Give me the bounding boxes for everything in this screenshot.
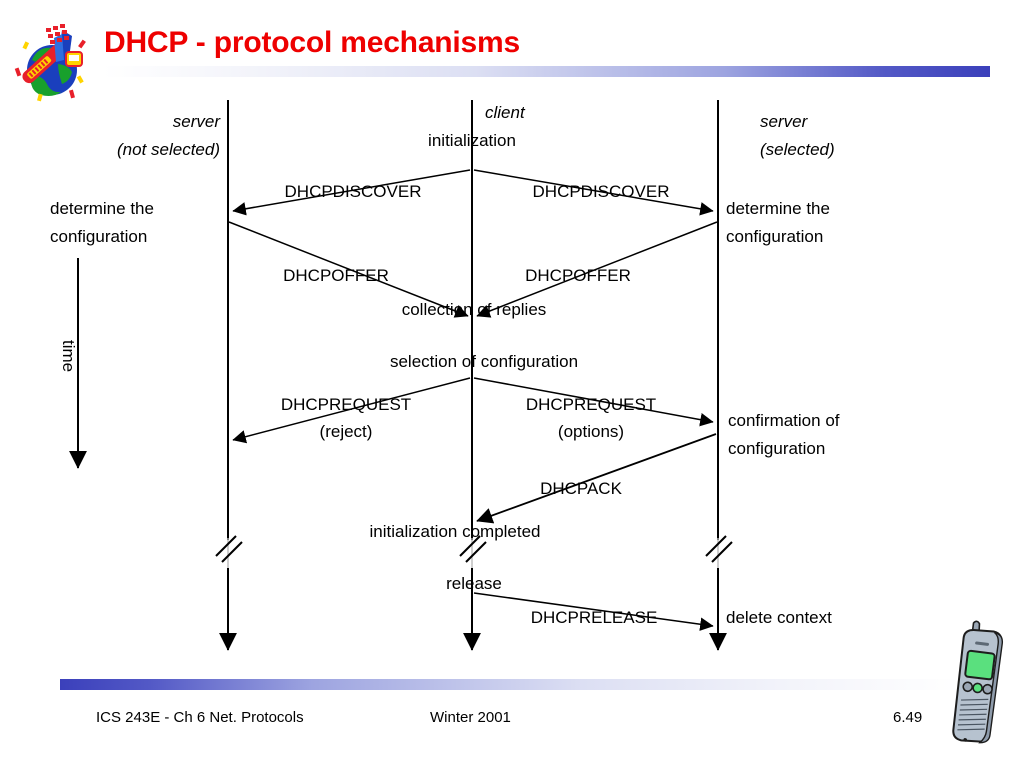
mobile-phone-icon — [952, 620, 1004, 744]
lifeline-subtitle-server-selected: (selected) — [760, 140, 835, 159]
message-label-release: DHCPRELEASE — [530, 608, 658, 627]
message-label-offer-left: DHCPOFFER — [283, 266, 389, 285]
message-label-discover-left: DHCPDISCOVER — [284, 182, 422, 201]
lifeline-subtitle-server-not-selected: (not selected) — [117, 140, 220, 159]
message-label-offer-right: DHCPOFFER — [525, 266, 631, 285]
message-label-ack: DHCPACK — [540, 479, 622, 498]
annotation-confirmation-line1: confirmation of — [728, 411, 840, 430]
title-divider — [103, 66, 990, 77]
annotation-left-determine-line2: configuration — [50, 227, 148, 246]
footer-divider — [60, 679, 960, 690]
lifeline-title-server-not-selected: server — [172, 112, 220, 131]
lifeline-title-client: client — [485, 103, 525, 122]
annotation-left-determine-line1: determine the — [50, 199, 154, 218]
globe-telecom-clipart-icon — [14, 24, 86, 102]
annotation-initialization-completed: initialization completed — [369, 522, 541, 541]
message-sublabel-request-left: (reject) — [319, 422, 373, 441]
footer-term-label: Winter 2001 — [430, 709, 511, 726]
annotation-selection-of-configuration: selection of configuration — [389, 352, 579, 371]
time-axis-label: time — [59, 340, 78, 373]
message-label-request-left: DHCPREQUEST — [280, 395, 412, 414]
lifeline-title-server-selected: server — [760, 112, 808, 131]
annotation-right-determine-line2: configuration — [726, 227, 824, 246]
page-title: DHCP - protocol mechanisms — [104, 26, 521, 59]
message-label-discover-right: DHCPDISCOVER — [532, 182, 670, 201]
footer-course-label: ICS 243E - Ch 6 Net. Protocols — [96, 709, 304, 726]
annotation-delete-context: delete context — [726, 608, 832, 627]
lifeline-subtitle-client: initialization — [428, 131, 516, 150]
annotation-right-determine-line1: determine the — [726, 199, 830, 218]
message-sublabel-request-right: (options) — [557, 422, 625, 441]
message-label-request-right: DHCPREQUEST — [525, 395, 657, 414]
annotation-collection-of-replies: collection of replies — [401, 300, 547, 319]
annotation-confirmation-line2: configuration — [728, 439, 826, 458]
footer-page-number: 6.49 — [893, 709, 923, 726]
annotation-release: release — [446, 574, 502, 593]
